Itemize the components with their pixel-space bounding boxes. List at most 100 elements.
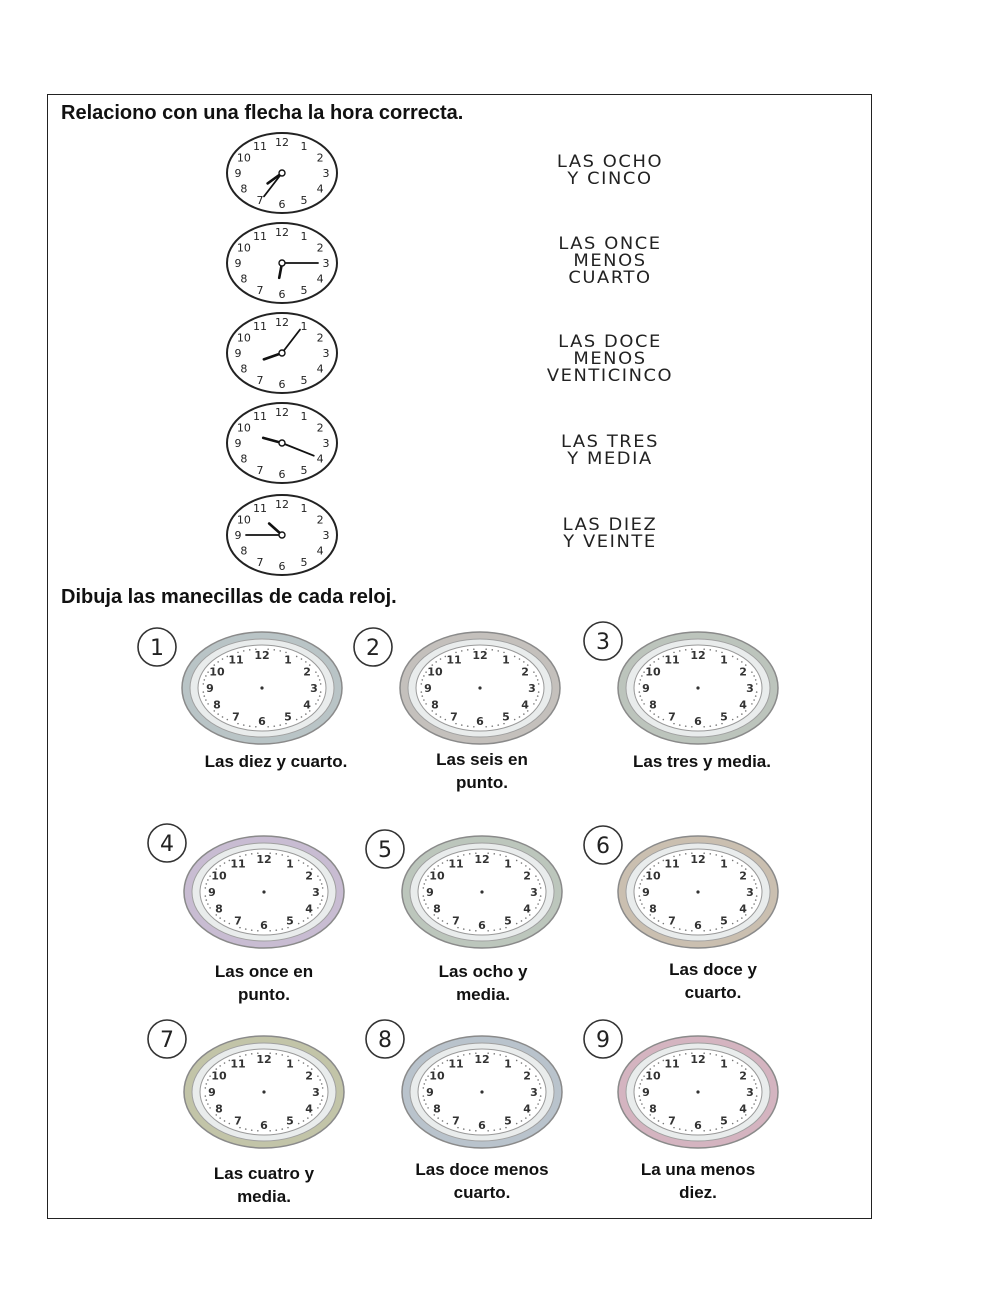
svg-text:9: 9	[235, 347, 242, 360]
svg-text:8: 8	[215, 1103, 223, 1116]
svg-text:1: 1	[301, 502, 308, 515]
svg-text:9: 9	[426, 886, 434, 899]
svg-text:8: 8	[240, 363, 247, 376]
svg-text:8: 8	[649, 699, 657, 712]
exercise-6-caption-line-1: Las doce y	[669, 960, 757, 979]
svg-text:11: 11	[664, 1057, 679, 1070]
svg-text:10: 10	[237, 422, 251, 435]
exercise-9-caption-line-1: La una menos	[640, 1160, 756, 1179]
svg-text:4: 4	[523, 903, 531, 916]
svg-text:10: 10	[645, 666, 661, 679]
svg-text:10: 10	[429, 1070, 445, 1083]
match-label-2-line-2: MENOS	[573, 251, 647, 271]
exercise-6-caption: Las doce y cuarto.	[613, 958, 813, 1004]
svg-text:9: 9	[596, 1028, 610, 1053]
svg-text:1: 1	[720, 653, 728, 666]
match-label-1-line-2: Y CINCO	[567, 169, 653, 189]
svg-text:12: 12	[275, 406, 289, 419]
svg-text:6: 6	[596, 834, 610, 859]
svg-text:12: 12	[690, 1053, 705, 1066]
svg-text:5: 5	[286, 1115, 294, 1128]
svg-text:5: 5	[286, 915, 294, 928]
svg-text:6: 6	[258, 715, 266, 728]
svg-text:3: 3	[323, 529, 330, 542]
svg-text:7: 7	[234, 1115, 242, 1128]
svg-text:12: 12	[474, 1053, 489, 1066]
svg-text:2: 2	[305, 1070, 313, 1083]
match-label-1[interactable]: LAS OCHO Y CINCO	[526, 154, 694, 188]
exercise-2-caption: Las seis en punto.	[382, 748, 582, 794]
svg-text:2: 2	[739, 1070, 747, 1083]
svg-text:11: 11	[448, 857, 463, 870]
svg-text:6: 6	[260, 919, 268, 932]
svg-text:10: 10	[211, 1070, 227, 1083]
match-label-4[interactable]: LAS TRES Y MEDIA	[526, 434, 694, 468]
svg-text:3: 3	[746, 886, 754, 899]
svg-text:7: 7	[668, 711, 676, 724]
svg-text:6: 6	[260, 1119, 268, 1132]
exercise-3-caption: Las tres y media.	[602, 750, 802, 773]
svg-text:4: 4	[317, 363, 324, 376]
svg-text:3: 3	[310, 682, 318, 695]
svg-text:10: 10	[237, 152, 251, 165]
svg-text:7: 7	[450, 711, 458, 724]
exercise-4-caption: Las once en punto.	[164, 960, 364, 1006]
draw-instruction: Dibuja las manecillas de cada reloj.	[61, 586, 397, 608]
exercise-4-caption-line-2: punto.	[238, 985, 290, 1004]
svg-text:11: 11	[230, 857, 245, 870]
svg-text:7: 7	[234, 915, 242, 928]
svg-text:5: 5	[301, 374, 308, 387]
match-label-5[interactable]: LAS DIEZ Y VEINTE	[526, 517, 694, 551]
match-label-3-line-2: MENOS	[573, 349, 647, 369]
svg-text:5: 5	[504, 1115, 512, 1128]
match-label-2[interactable]: LAS ONCE MENOS CUARTO	[526, 236, 694, 287]
svg-text:4: 4	[160, 832, 174, 857]
match-label-3[interactable]: LAS DOCE MENOS VENTICINCO	[526, 334, 694, 385]
svg-text:1: 1	[301, 140, 308, 153]
svg-text:6: 6	[279, 378, 286, 391]
exercise-3-number-badge: 3	[583, 621, 623, 661]
svg-text:11: 11	[253, 320, 267, 333]
svg-text:5: 5	[720, 1115, 728, 1128]
svg-text:3: 3	[746, 1086, 754, 1099]
svg-text:9: 9	[235, 167, 242, 180]
svg-text:8: 8	[215, 903, 223, 916]
exercise-9-caption-line-2: diez.	[679, 1183, 717, 1202]
svg-text:2: 2	[739, 666, 747, 679]
svg-text:5: 5	[504, 915, 512, 928]
svg-text:9: 9	[208, 1086, 216, 1099]
match-label-3-line-1: LAS DOCE	[558, 332, 662, 352]
svg-text:10: 10	[211, 870, 227, 883]
svg-text:11: 11	[228, 653, 243, 666]
svg-text:12: 12	[254, 649, 269, 662]
svg-text:4: 4	[305, 1103, 313, 1116]
svg-text:6: 6	[476, 715, 484, 728]
exercise-6-number-badge: 6	[583, 825, 623, 865]
svg-text:8: 8	[240, 273, 247, 286]
svg-text:1: 1	[502, 653, 510, 666]
exercise-8-caption-line-2: cuarto.	[453, 1183, 511, 1202]
svg-text:11: 11	[664, 653, 679, 666]
svg-text:12: 12	[256, 853, 271, 866]
svg-text:9: 9	[208, 886, 216, 899]
exercise-7-number-badge: 7	[147, 1019, 187, 1059]
svg-text:10: 10	[237, 242, 251, 255]
svg-text:1: 1	[301, 410, 308, 423]
exercise-4-number-badge: 4	[147, 823, 187, 863]
match-label-3-line-3: VENTICINCO	[546, 366, 674, 386]
svg-text:5: 5	[301, 556, 308, 569]
svg-text:8: 8	[433, 903, 441, 916]
exercise-7-caption-line-1: Las cuatro y	[213, 1164, 315, 1183]
svg-text:4: 4	[521, 699, 529, 712]
svg-text:2: 2	[305, 870, 313, 883]
